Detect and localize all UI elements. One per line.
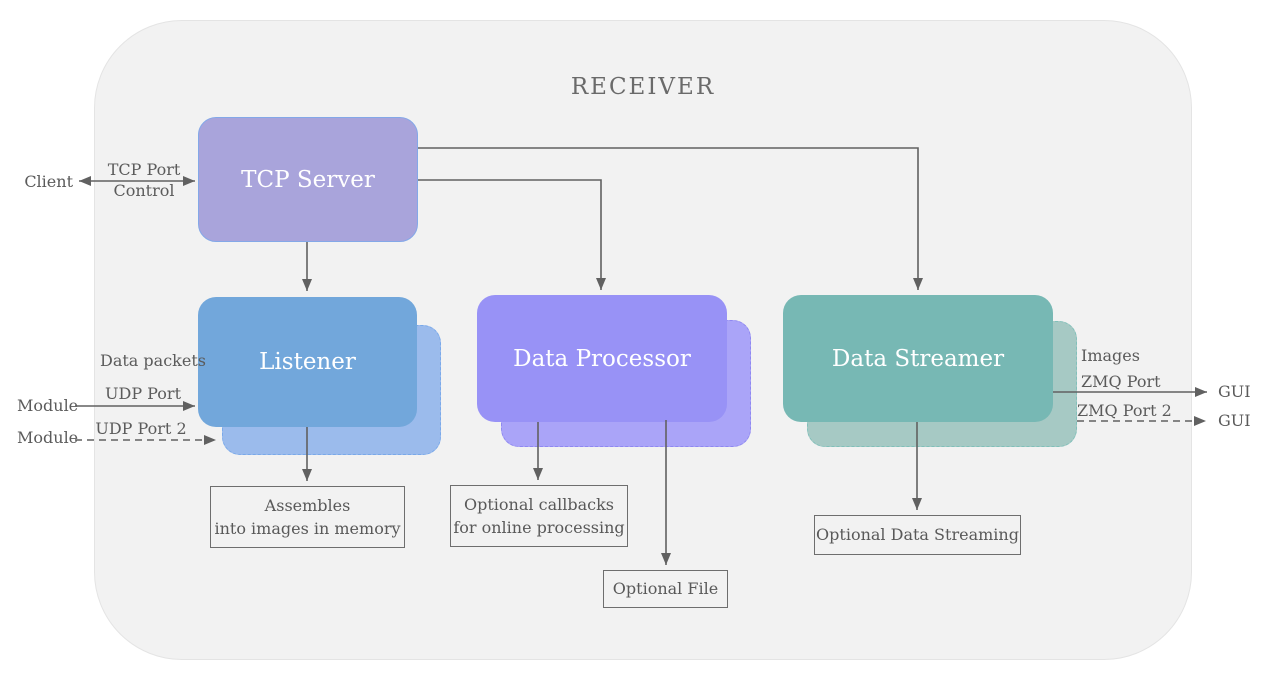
control-line: Control xyxy=(113,181,175,200)
data-streamer-label: Data Streamer xyxy=(831,345,1005,372)
callbacks-note: Optional callbacks for online processing xyxy=(450,485,628,547)
gui-1-label: GUI xyxy=(1218,382,1251,401)
tcp-server-node: TCP Server xyxy=(198,117,418,242)
udp-port-2-label: UDP Port 2 xyxy=(95,419,187,438)
optional-data-streaming-label: Optional Data Streaming xyxy=(816,525,1019,545)
images-label: Images xyxy=(1081,346,1140,365)
data-packets-label: Data packets xyxy=(100,351,206,370)
zmq-port-label: ZMQ Port xyxy=(1081,372,1161,391)
tcp-port-line: TCP Port xyxy=(107,160,181,179)
gui-2-label: GUI xyxy=(1218,411,1251,430)
listener-label: Listener xyxy=(259,349,356,375)
receiver-title: RECEIVER xyxy=(570,74,716,100)
optional-file-note: Optional File xyxy=(603,570,728,608)
tcp-port-control-label: TCP Port Control xyxy=(98,159,190,201)
optional-data-streaming-note: Optional Data Streaming xyxy=(814,515,1021,555)
module-2-label: Module xyxy=(17,428,79,447)
module-1-label: Module xyxy=(17,396,79,415)
zmq-port-2-label: ZMQ Port 2 xyxy=(1077,401,1172,420)
callbacks-line2: for online processing xyxy=(453,518,625,537)
assembles-note: Assembles into images in memory xyxy=(210,486,405,548)
callbacks-line1: Optional callbacks xyxy=(464,494,614,514)
assembles-line2: into images in memory xyxy=(214,519,401,538)
data-processor-node: Data Processor xyxy=(477,295,727,422)
optional-file-label: Optional File xyxy=(612,579,719,599)
data-streamer-node: Data Streamer xyxy=(783,295,1053,422)
data-processor-label: Data Processor xyxy=(513,345,691,372)
udp-port-label: UDP Port xyxy=(105,384,181,403)
listener-node: Listener xyxy=(198,297,417,427)
assembles-line1: Assembles xyxy=(264,495,351,515)
tcp-server-label: TCP Server xyxy=(241,166,375,193)
client-label: Client xyxy=(24,172,73,191)
